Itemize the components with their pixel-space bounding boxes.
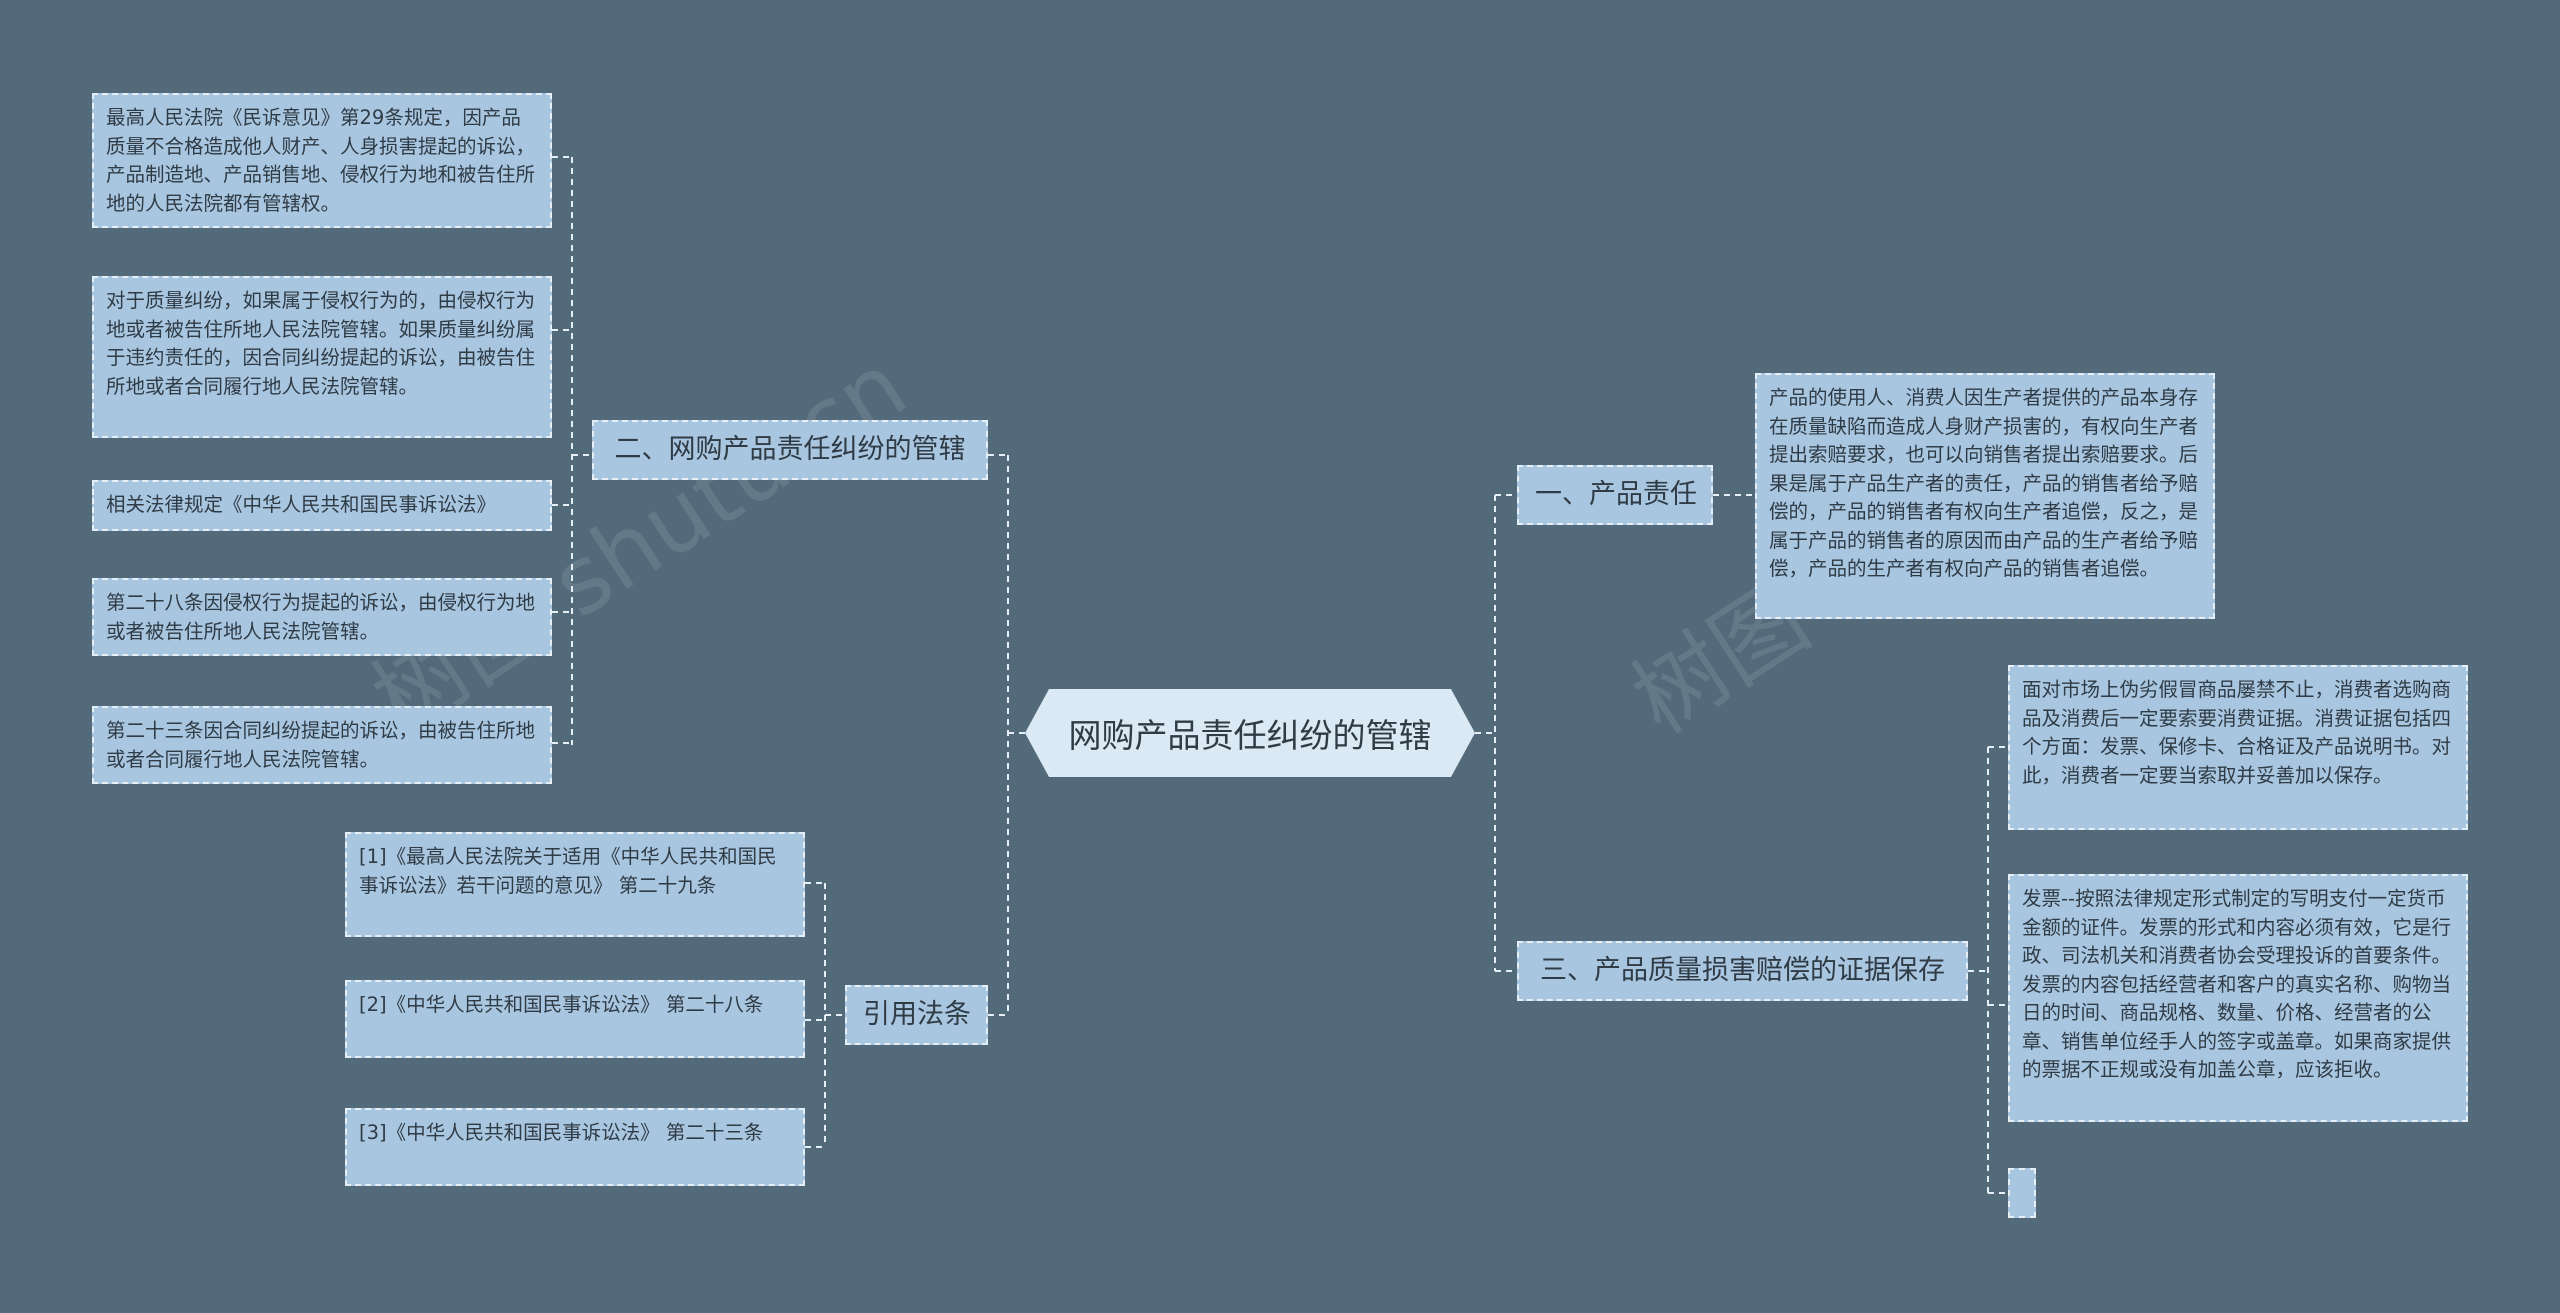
leaf-article-23[interactable]: 第二十三条因合同纠纷提起的诉讼，由被告住所地或者合同履行地人民法院管辖。 — [92, 706, 552, 784]
leaf-article-28[interactable]: 第二十八条因侵权行为提起的诉讼，由侵权行为地或者被告住所地人民法院管辖。 — [92, 578, 552, 656]
leaf-consumption-evidence[interactable]: 面对市场上伪劣假冒商品屡禁不止，消费者选购商品及消费后一定要索要消费证据。消费证… — [2008, 665, 2468, 830]
branch-evidence-preservation[interactable]: 三、产品质量损害赔偿的证据保存 — [1517, 941, 1968, 1001]
leaf-product-liability[interactable]: 产品的使用人、消费人因生产者提供的产品本身存在质量缺陷而造成人身财产损害的，有权… — [1755, 373, 2215, 619]
root-title: 网购产品责任纠纷的管辖 — [1068, 716, 1432, 755]
leaf-quality-dispute[interactable]: 对于质量纠纷，如果属于侵权行为的，由侵权行为地或者被告住所地人民法院管辖。如果质… — [92, 276, 552, 438]
leaf-empty[interactable] — [2008, 1168, 2036, 1218]
root-node[interactable]: 网购产品责任纠纷的管辖 — [1025, 689, 1475, 777]
branch-citations[interactable]: 引用法条 — [845, 985, 988, 1045]
citation-3[interactable]: [3]《中华人民共和国民事诉讼法》 第二十三条 — [345, 1108, 805, 1186]
citation-1[interactable]: [1]《最高人民法院关于适用《中华人民共和国民事诉讼法》若干问题的意见》 第二十… — [345, 832, 805, 937]
branch-jurisdiction[interactable]: 二、网购产品责任纠纷的管辖 — [592, 420, 988, 480]
leaf-supreme-court-rule[interactable]: 最高人民法院《民诉意见》第29条规定，因产品质量不合格造成他人财产、人身损害提起… — [92, 93, 552, 228]
leaf-related-law[interactable]: 相关法律规定《中华人民共和国民事诉讼法》 — [92, 480, 552, 531]
leaf-invoice[interactable]: 发票--按照法律规定形式制定的写明支付一定货币金额的证件。发票的形式和内容必须有… — [2008, 874, 2468, 1122]
branch-product-liability[interactable]: 一、产品责任 — [1517, 465, 1713, 525]
citation-2[interactable]: [2]《中华人民共和国民事诉讼法》 第二十八条 — [345, 980, 805, 1058]
